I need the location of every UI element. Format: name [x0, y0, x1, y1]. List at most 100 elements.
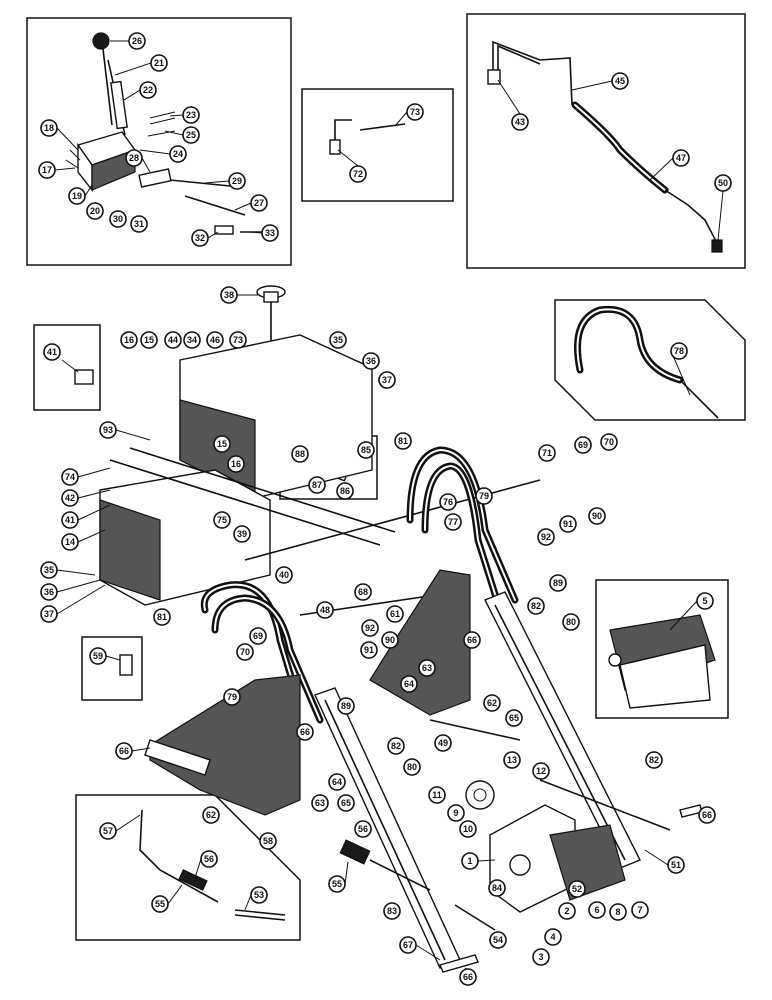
- callout-circle: [275, 566, 293, 584]
- callout-number: 66: [702, 810, 712, 820]
- callout-56: 56: [354, 820, 372, 838]
- callout-number: 28: [129, 153, 139, 163]
- callout-number: 15: [217, 439, 227, 449]
- callout-number: 5: [702, 596, 707, 606]
- callout-number: 11: [432, 790, 442, 800]
- callout-circle: [249, 627, 267, 645]
- callout-circle: [336, 482, 354, 500]
- callout-number: 55: [155, 899, 165, 909]
- callout-circle: [296, 723, 314, 741]
- callout-circle: [140, 331, 158, 349]
- callout-number: 53: [254, 890, 264, 900]
- callout-number: 57: [103, 826, 113, 836]
- callout-40: 40: [275, 566, 293, 584]
- inset-hose-78: [554, 299, 746, 421]
- callout-65: 65: [505, 709, 523, 727]
- callout-83: 83: [383, 902, 401, 920]
- callout-number: 66: [119, 746, 129, 756]
- callout-number: 35: [44, 565, 54, 575]
- callout-circle: [120, 331, 138, 349]
- callout-49: 49: [434, 734, 452, 752]
- callout-circle: [667, 856, 685, 874]
- callout-number: 69: [578, 440, 588, 450]
- callout-number: 82: [649, 755, 659, 765]
- callout-number: 14: [65, 537, 75, 547]
- callout-circle: [99, 822, 117, 840]
- callout-circle: [200, 850, 218, 868]
- callout-circle: [229, 331, 247, 349]
- callout-circle: [698, 806, 716, 824]
- callout-circle: [169, 145, 187, 163]
- callout-57: 57: [99, 822, 117, 840]
- callout-circle: [354, 583, 372, 601]
- callout-73: 73: [406, 103, 424, 121]
- callout-71: 71: [538, 444, 556, 462]
- callout-circle: [311, 794, 329, 812]
- callout-number: 72: [353, 169, 363, 179]
- callout-number: 83: [387, 906, 397, 916]
- callout-circle: [714, 174, 732, 192]
- inset-valve-5: [595, 579, 729, 719]
- callout-number: 78: [674, 346, 684, 356]
- callout-5: 5: [696, 592, 714, 610]
- callout-number: 31: [134, 219, 144, 229]
- callout-circle: [532, 948, 550, 966]
- callout-number: 16: [231, 459, 241, 469]
- callout-circle: [128, 32, 146, 50]
- callout-6: 6: [588, 901, 606, 919]
- callout-number: 18: [44, 123, 54, 133]
- callout-number: 17: [42, 165, 52, 175]
- callout-3: 3: [532, 948, 550, 966]
- callout-51: 51: [667, 856, 685, 874]
- callout-62: 62: [483, 694, 501, 712]
- callout-61: 61: [386, 605, 404, 623]
- callout-circle: [38, 161, 56, 179]
- callout-9: 9: [447, 804, 465, 822]
- callout-46: 46: [206, 331, 224, 349]
- callout-28: 28: [125, 149, 143, 167]
- callout-11: 11: [428, 786, 446, 804]
- callout-circle: [378, 371, 396, 389]
- callout-number: 62: [206, 810, 216, 820]
- callout-circle: [459, 968, 477, 986]
- callout-circle: [328, 773, 346, 791]
- callout-circle: [459, 820, 477, 838]
- callout-66: 66: [459, 968, 477, 986]
- callout-circle: [99, 421, 117, 439]
- callout-number: 70: [240, 647, 250, 657]
- callout-79: 79: [223, 688, 241, 706]
- callout-circle: [574, 436, 592, 454]
- callout-number: 41: [65, 515, 75, 525]
- callout-circle: [588, 901, 606, 919]
- callout-circle: [68, 187, 86, 205]
- callout-number: 85: [361, 445, 371, 455]
- callout-number: 76: [443, 497, 453, 507]
- callout-number: 67: [403, 940, 413, 950]
- callout-35: 35: [40, 561, 58, 579]
- callout-number: 64: [404, 679, 414, 689]
- callout-circle: [611, 72, 629, 90]
- callout-number: 80: [407, 762, 417, 772]
- callout-circle: [233, 525, 251, 543]
- callout-41: 41: [61, 511, 79, 529]
- callout-circle: [588, 507, 606, 525]
- callout-number: 66: [467, 635, 477, 645]
- callout-number: 13: [507, 755, 517, 765]
- callout-16: 16: [120, 331, 138, 349]
- callout-36: 36: [40, 583, 58, 601]
- callout-31: 31: [130, 215, 148, 233]
- callout-circle: [261, 224, 279, 242]
- callout-81: 81: [394, 432, 412, 450]
- callout-25: 25: [182, 126, 200, 144]
- callout-21: 21: [150, 54, 168, 72]
- callout-circle: [259, 832, 277, 850]
- callout-circle: [213, 435, 231, 453]
- callout-53: 53: [250, 886, 268, 904]
- callout-number: 42: [65, 493, 75, 503]
- callout-8: 8: [609, 903, 627, 921]
- callout-circle: [537, 528, 555, 546]
- callout-number: 56: [358, 824, 368, 834]
- callout-number: 93: [103, 425, 113, 435]
- callout-number: 37: [382, 375, 392, 385]
